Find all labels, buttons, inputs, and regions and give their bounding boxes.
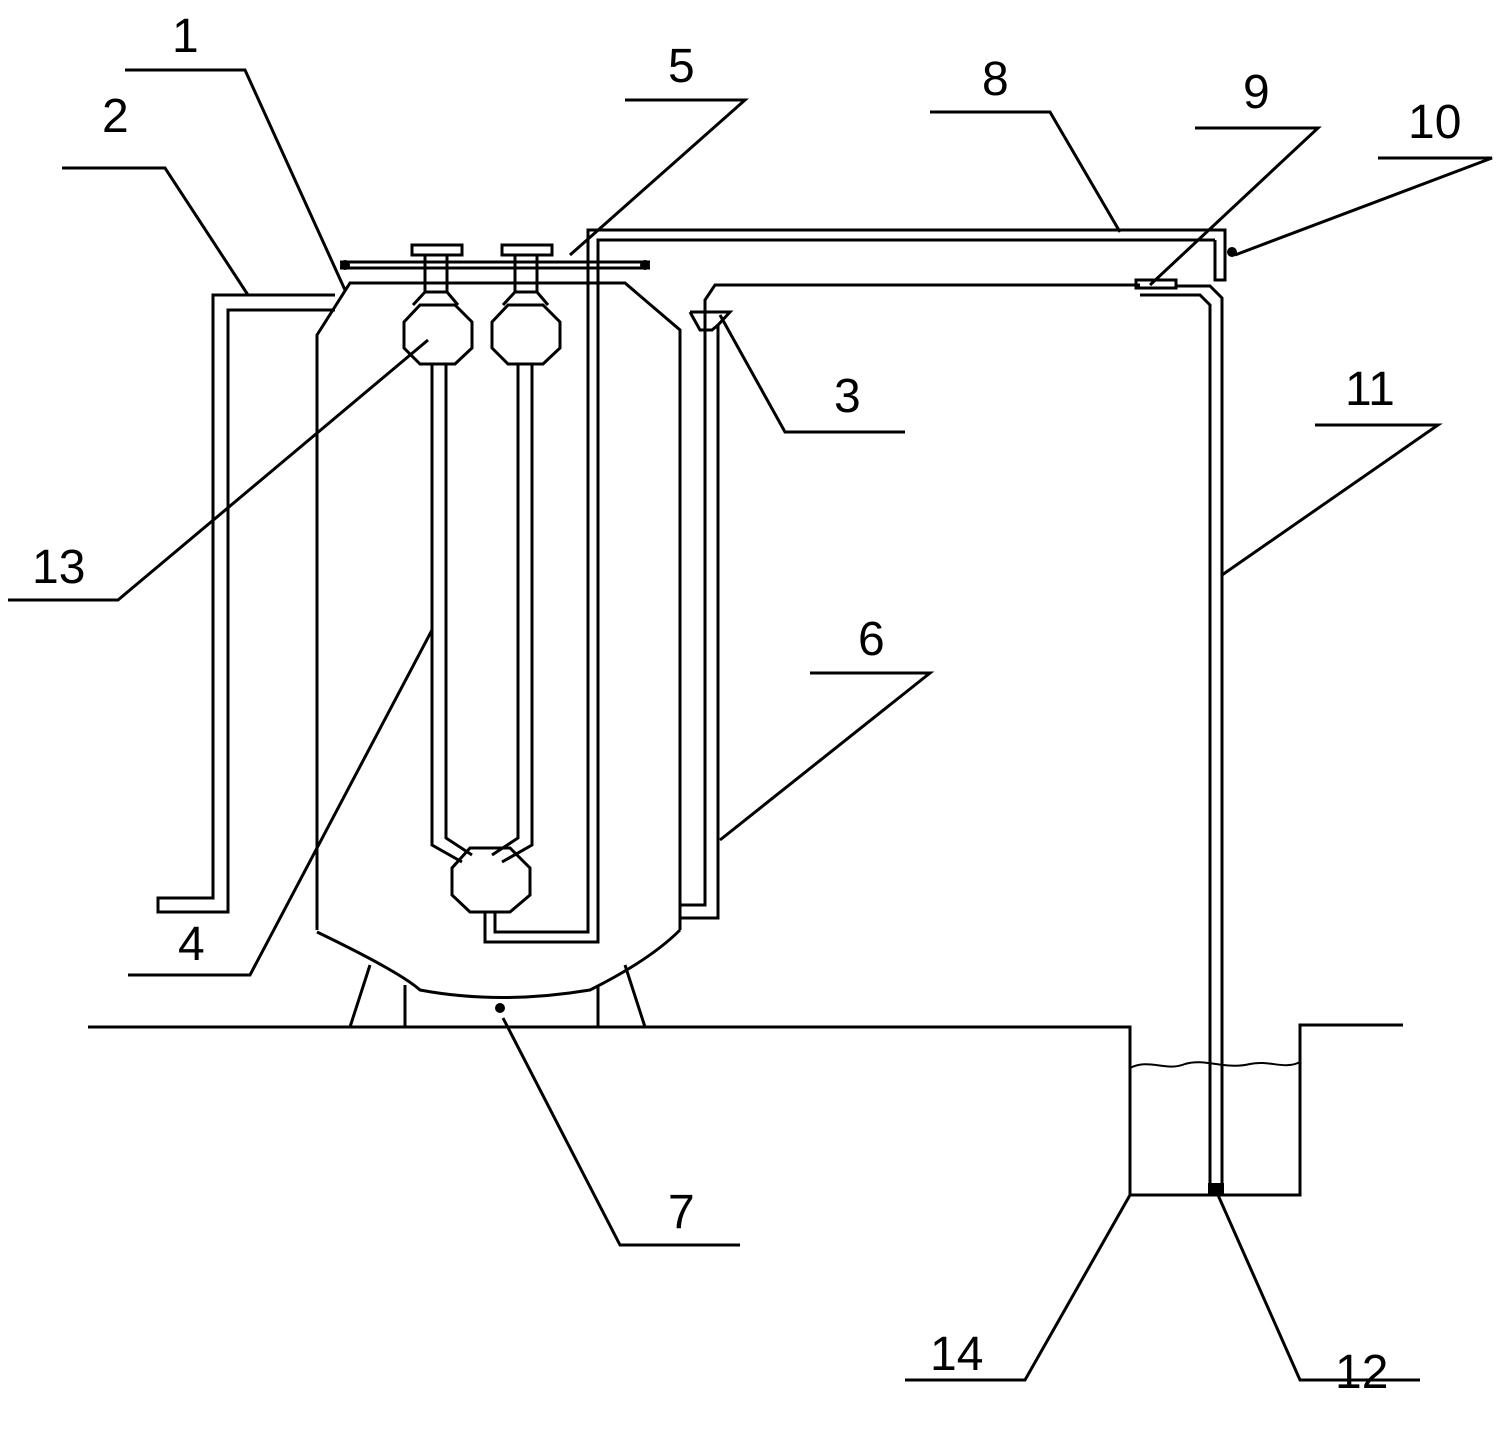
liquid-surface	[1129, 1061, 1301, 1069]
label-9: 9	[1243, 66, 1270, 119]
label-2: 2	[102, 90, 129, 143]
label-7: 7	[668, 1186, 695, 1239]
drain-pipe	[1140, 293, 1212, 1188]
label-5: 5	[668, 40, 695, 93]
top-rail	[340, 260, 650, 270]
label-1: 1	[172, 10, 199, 63]
label-11: 11	[1345, 363, 1395, 416]
return-pipe	[483, 238, 1215, 944]
label-3: 3	[834, 370, 861, 423]
label-12: 12	[1335, 1346, 1388, 1399]
label-6: 6	[858, 613, 885, 666]
right-hanging-unit	[490, 243, 562, 864]
left-outer-pipe	[156, 293, 335, 914]
tank	[315, 281, 682, 1028]
label-4: 4	[178, 918, 205, 971]
valve-12	[1208, 1183, 1224, 1195]
label-13: 13	[32, 541, 85, 594]
leader-lines	[8, 68, 1493, 1382]
valve-7	[495, 1003, 505, 1013]
left-hanging-unit	[402, 243, 474, 864]
label-14: 14	[930, 1328, 983, 1381]
label-10: 10	[1408, 96, 1461, 149]
label-8: 8	[982, 53, 1009, 106]
bottom-ball	[450, 846, 532, 914]
overflow-pipe	[680, 283, 1140, 920]
ground-line	[88, 1023, 1403, 1197]
